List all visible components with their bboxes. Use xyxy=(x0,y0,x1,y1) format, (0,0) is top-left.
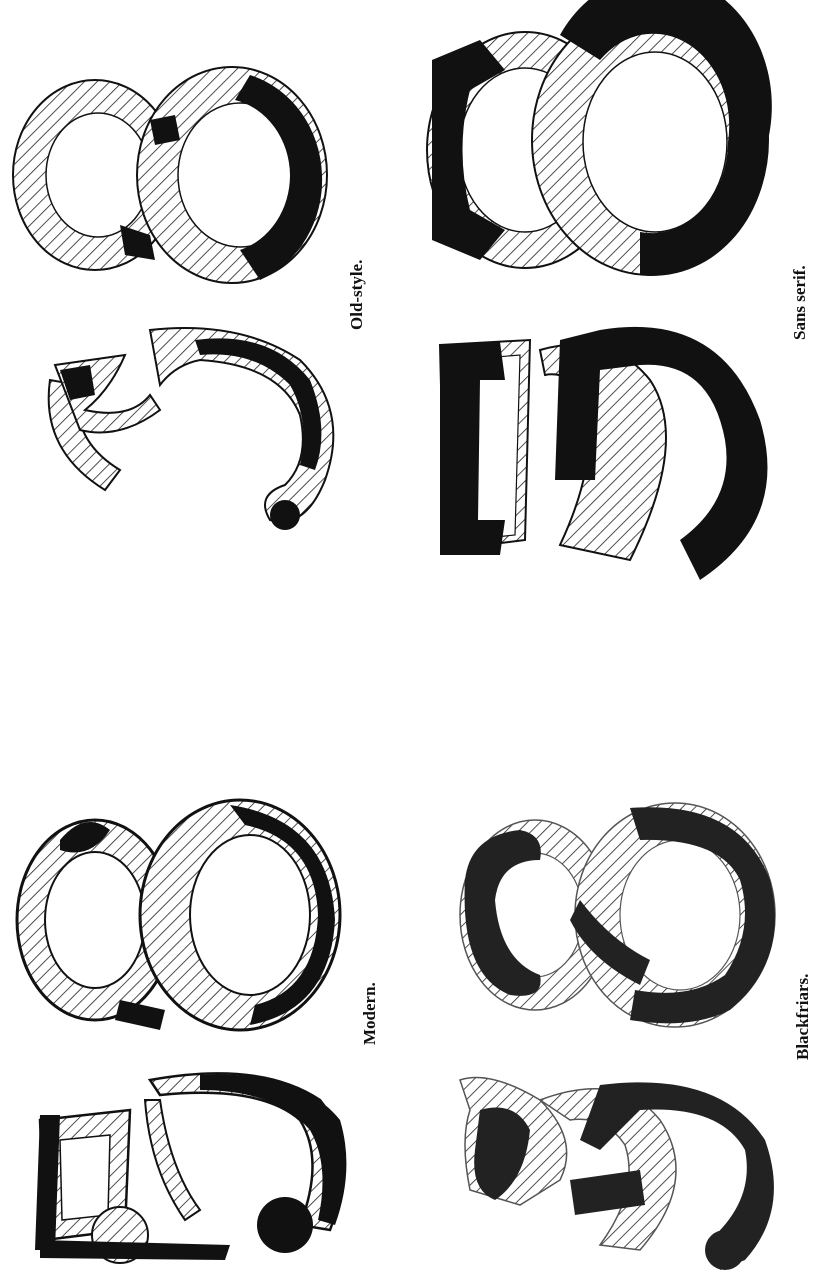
blackfriars-five-glyph xyxy=(460,1078,774,1271)
sans-serif-specimen: Sans serif. xyxy=(427,0,809,580)
sans-serif-five-glyph xyxy=(440,327,768,580)
blackfriars-eight-glyph xyxy=(460,803,775,1027)
sans-serif-eight-glyph xyxy=(427,0,772,276)
modern-three-glyph xyxy=(35,1073,346,1263)
modern-specimen: Modern. xyxy=(17,800,379,1263)
blackfriars-specimen: Blackfriars. xyxy=(460,803,812,1270)
old-style-eight-glyph xyxy=(13,67,327,283)
modern-eight-glyph xyxy=(17,800,340,1030)
sans-serif-caption: Sans serif. xyxy=(790,265,809,340)
modern-caption: Modern. xyxy=(360,982,379,1045)
old-style-specimen: Old-style. xyxy=(13,67,366,530)
old-style-three-glyph xyxy=(49,328,334,530)
blackfriars-caption: Blackfriars. xyxy=(793,974,812,1060)
old-style-caption: Old-style. xyxy=(347,260,366,330)
